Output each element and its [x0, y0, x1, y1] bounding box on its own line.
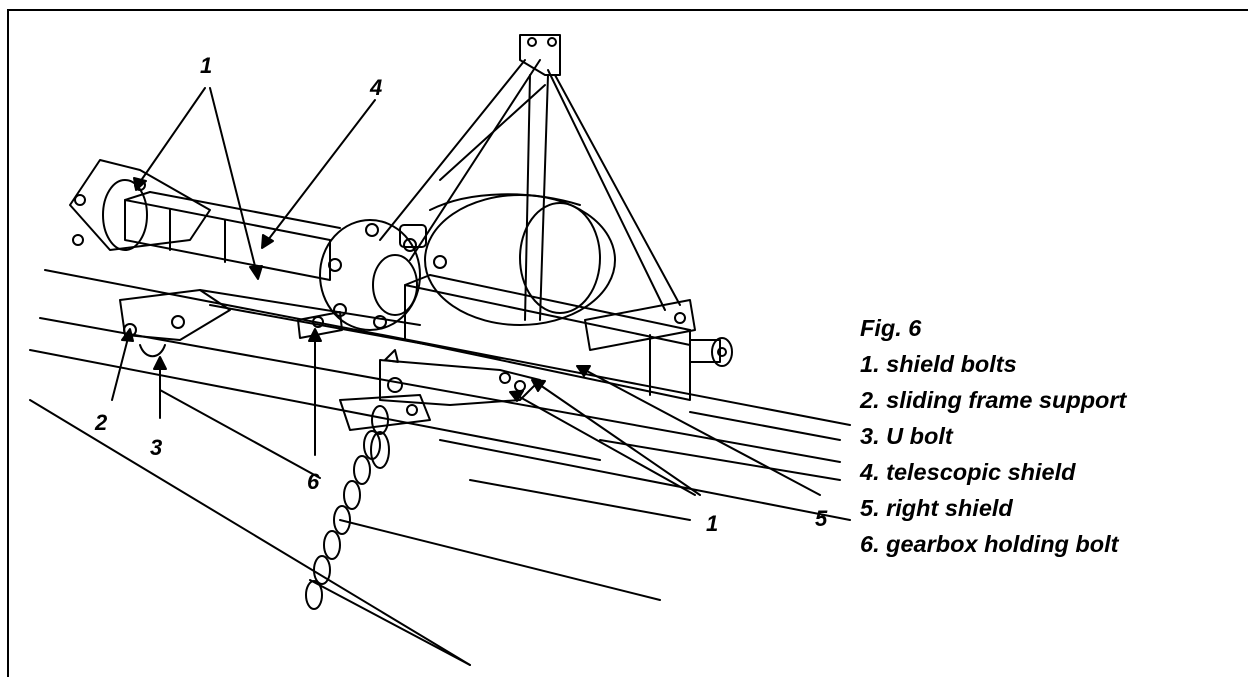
- legend-item-telescopic-shield: 4. telescopic shield: [860, 459, 1076, 485]
- figure-legend: Fig. 6 1. shield bolts 2. sliding frame …: [860, 310, 1126, 562]
- telescopic-shield: [124, 191, 341, 281]
- machine-rails: [29, 269, 851, 666]
- right-shield: [404, 274, 691, 401]
- hitch-mast: [379, 34, 696, 351]
- legend-title: Fig. 6: [860, 315, 922, 341]
- callout-6: 6: [307, 469, 320, 494]
- callout-5: 5: [815, 506, 828, 531]
- callout-1-bottom: 1: [706, 511, 719, 536]
- gearbox-flange: [319, 219, 447, 331]
- legend-item-sliding-frame-support: 2. sliding frame support: [860, 387, 1127, 413]
- sliding-frame-support: [119, 289, 431, 358]
- legend-item-gearbox-holding-bolt: 6. gearbox holding bolt: [860, 531, 1119, 557]
- legend-item-u-bolt: 3. U bolt: [860, 423, 953, 449]
- legend-item-right-shield: 5. right shield: [860, 495, 1013, 521]
- gearbox-drum: [424, 193, 616, 326]
- pto-shaft: [689, 337, 733, 367]
- callout-1-top: 1: [200, 53, 213, 78]
- callout-2: 2: [95, 410, 108, 435]
- figure-frame: [7, 9, 1248, 677]
- left-end-plate: [69, 159, 211, 251]
- gearbox-foot: [297, 311, 343, 339]
- callout-4: 4: [370, 75, 383, 100]
- callout-3: 3: [150, 435, 163, 460]
- chain-assembly: [305, 349, 431, 610]
- legend-item-shield-bolts: 1. shield bolts: [860, 351, 1017, 377]
- callout-arrows: [111, 87, 821, 496]
